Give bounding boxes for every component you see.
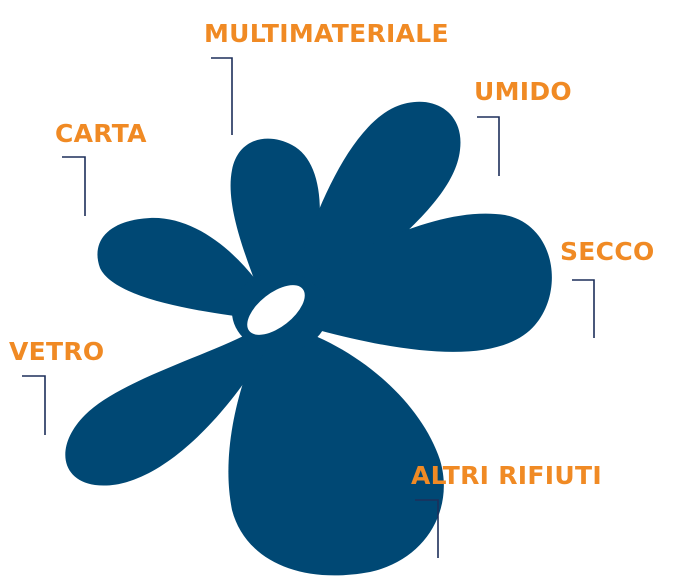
flower-center-hole [247, 285, 305, 335]
flower-shape [65, 101, 552, 576]
leader-line-multimateriale [211, 57, 233, 135]
category-labels: MULTIMATERIALE UMIDO CARTA SECCO VETRO A… [9, 19, 655, 490]
petal-multimateriale [230, 138, 320, 300]
leader-line-vetro [22, 375, 46, 435]
label-altri-rifiuti: ALTRI RIFIUTI [411, 461, 602, 490]
label-secco: SECCO [560, 237, 655, 266]
label-vetro: VETRO [9, 337, 104, 366]
leader-line-secco [572, 279, 595, 338]
petal-altri-rifiuti [228, 325, 444, 576]
label-umido: UMIDO [474, 77, 572, 106]
petal-vetro [65, 330, 275, 486]
label-multimateriale: MULTIMATERIALE [204, 19, 449, 48]
leader-line-altri-rifiuti [415, 499, 439, 558]
leader-line-carta [62, 156, 86, 216]
petal-carta [97, 217, 270, 318]
petal-secco [300, 213, 552, 352]
leader-line-umido [477, 116, 500, 176]
petal-umido [290, 101, 461, 298]
leader-lines [22, 57, 595, 558]
label-carta: CARTA [55, 119, 147, 148]
